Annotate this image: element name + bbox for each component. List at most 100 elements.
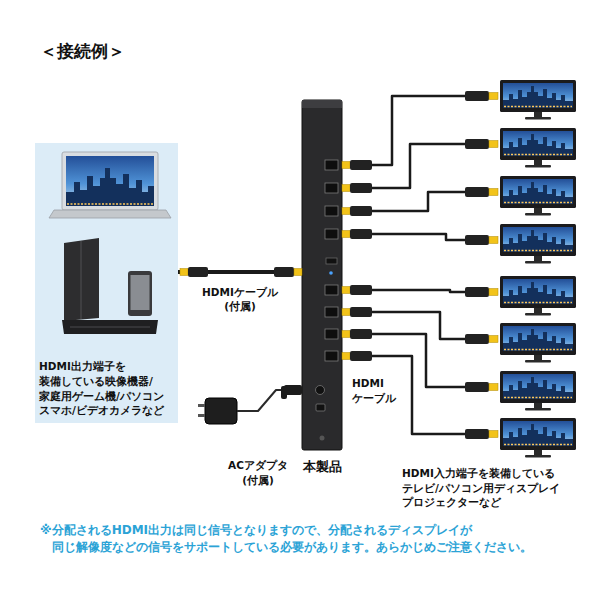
plug-tip bbox=[489, 93, 498, 100]
display-monitor bbox=[500, 371, 576, 411]
caution-note: ※分配されるHDMI出力は同じ信号となりますので、分配されるディスプレイが 同じ… bbox=[40, 522, 575, 557]
plug-body bbox=[350, 183, 372, 193]
plug-body bbox=[465, 334, 489, 344]
splitter-button bbox=[316, 404, 325, 411]
laptop-skyline bbox=[66, 168, 154, 206]
hdmi-port bbox=[325, 285, 338, 295]
cable-label: HDMIケーブル (付属) bbox=[198, 285, 282, 313]
display-devices-label: HDMI入力端子を装備している テレビ/パソコン用ディスプレイ プロジェクターな… bbox=[402, 466, 575, 510]
output-cable bbox=[372, 334, 465, 387]
smartphone bbox=[128, 271, 152, 316]
plug-body bbox=[465, 187, 489, 197]
status-panel bbox=[326, 258, 337, 264]
plug-body bbox=[465, 382, 489, 392]
plug-body bbox=[350, 229, 372, 239]
ac-adapter-label: ACアダプタ (付属) bbox=[227, 458, 290, 487]
plug-tip bbox=[342, 231, 350, 238]
output-cable-label: HDMI ケーブル bbox=[352, 376, 400, 405]
output-cables bbox=[372, 96, 465, 434]
product-label: 本製品 bbox=[303, 458, 342, 476]
hdmi-port bbox=[325, 351, 338, 361]
plug-body bbox=[350, 160, 372, 170]
plug-tip bbox=[342, 331, 350, 338]
output-cable bbox=[372, 234, 465, 240]
source-device-panel: HDMI出力端子を 装備している映像機器/ 家庭用ゲーム機/パソコン スマホ/ビ… bbox=[35, 143, 178, 423]
ac-adapter: ACアダプタ (付属) bbox=[205, 398, 237, 424]
display-monitor bbox=[500, 418, 576, 458]
display-monitor bbox=[500, 80, 576, 120]
plug-tip bbox=[342, 208, 350, 215]
plug-body bbox=[350, 285, 372, 295]
plug-body bbox=[350, 351, 372, 361]
adapter-prong bbox=[198, 414, 205, 417]
source-device-text: HDMI出力端子を 装備している映像機器/ 家庭用ゲーム機/パソコン スマホ/ビ… bbox=[39, 359, 174, 418]
plug-body bbox=[274, 267, 294, 277]
hdmi-port bbox=[325, 229, 338, 239]
display-monitor bbox=[500, 128, 576, 168]
plug-body bbox=[350, 329, 372, 339]
video-player-strip bbox=[70, 327, 150, 328]
label-holder: HDMI ケーブル bbox=[352, 376, 400, 405]
hdmi-port bbox=[325, 183, 338, 193]
diagram-title: ＜接続例＞ bbox=[40, 40, 125, 63]
video-player bbox=[62, 320, 158, 334]
adapter-prong bbox=[198, 404, 205, 407]
plug-body bbox=[350, 307, 372, 317]
plug-tip bbox=[489, 384, 498, 391]
hdmi-splitter-unit-shape bbox=[302, 100, 342, 450]
dc-jack bbox=[316, 386, 325, 395]
plug-tip bbox=[342, 162, 350, 169]
source-devices bbox=[49, 152, 171, 334]
connector-layer bbox=[178, 272, 302, 411]
plug-tip bbox=[294, 269, 302, 276]
plug-tip bbox=[489, 189, 498, 196]
display-monitor bbox=[500, 224, 576, 264]
game-console bbox=[64, 238, 99, 321]
laptop-bezel bbox=[62, 152, 158, 210]
plug-body bbox=[465, 287, 489, 297]
laptop-screen bbox=[66, 156, 154, 206]
output-cable bbox=[372, 192, 465, 211]
game-console-groove bbox=[80, 241, 81, 319]
ac-adapter-shape bbox=[205, 398, 237, 424]
plug-tip bbox=[489, 289, 498, 296]
plug-tip bbox=[342, 287, 350, 294]
output-cable bbox=[372, 144, 465, 188]
hdmi-port bbox=[325, 329, 338, 339]
title-holder: ＜接続例＞ bbox=[40, 40, 125, 63]
display-monitors bbox=[500, 80, 576, 458]
plug-tip bbox=[489, 336, 498, 343]
hdmi-splitter-unit: 本製品 bbox=[302, 100, 342, 450]
hdmi-port bbox=[325, 307, 338, 317]
plug-body bbox=[465, 235, 489, 245]
caption-holder: ※分配されるHDMI出力は同じ信号となりますので、分配されるディスプレイが 同じ… bbox=[40, 522, 575, 557]
dc-plug-bend bbox=[281, 386, 287, 399]
plug-tip bbox=[342, 309, 350, 316]
plug-tip bbox=[489, 141, 498, 148]
label-holder: HDMI入力端子を装備している テレビ/パソコン用ディスプレイ プロジェクターな… bbox=[402, 466, 575, 510]
plug-tip bbox=[489, 237, 498, 244]
splitter-top-cap bbox=[302, 100, 342, 108]
display-monitor bbox=[500, 276, 576, 316]
display-monitor bbox=[500, 323, 576, 363]
source-device-panel-shape bbox=[35, 143, 178, 423]
plug-tip bbox=[342, 185, 350, 192]
plug-body bbox=[465, 91, 489, 101]
plug-tip bbox=[489, 431, 498, 438]
output-cable bbox=[372, 96, 465, 165]
splitter-details bbox=[302, 100, 342, 441]
plug-body bbox=[465, 429, 489, 439]
laptop-lights bbox=[67, 203, 153, 205]
splitter-screw bbox=[320, 436, 325, 441]
status-led bbox=[329, 271, 333, 275]
plug-body bbox=[350, 206, 372, 216]
smartphone-screen bbox=[131, 275, 150, 310]
display-monitor bbox=[500, 176, 576, 216]
cable-plugs bbox=[180, 91, 498, 439]
laptop-base bbox=[49, 210, 171, 218]
hdmi-port bbox=[325, 206, 338, 216]
plug-tip bbox=[342, 353, 350, 360]
plug-body bbox=[465, 139, 489, 149]
